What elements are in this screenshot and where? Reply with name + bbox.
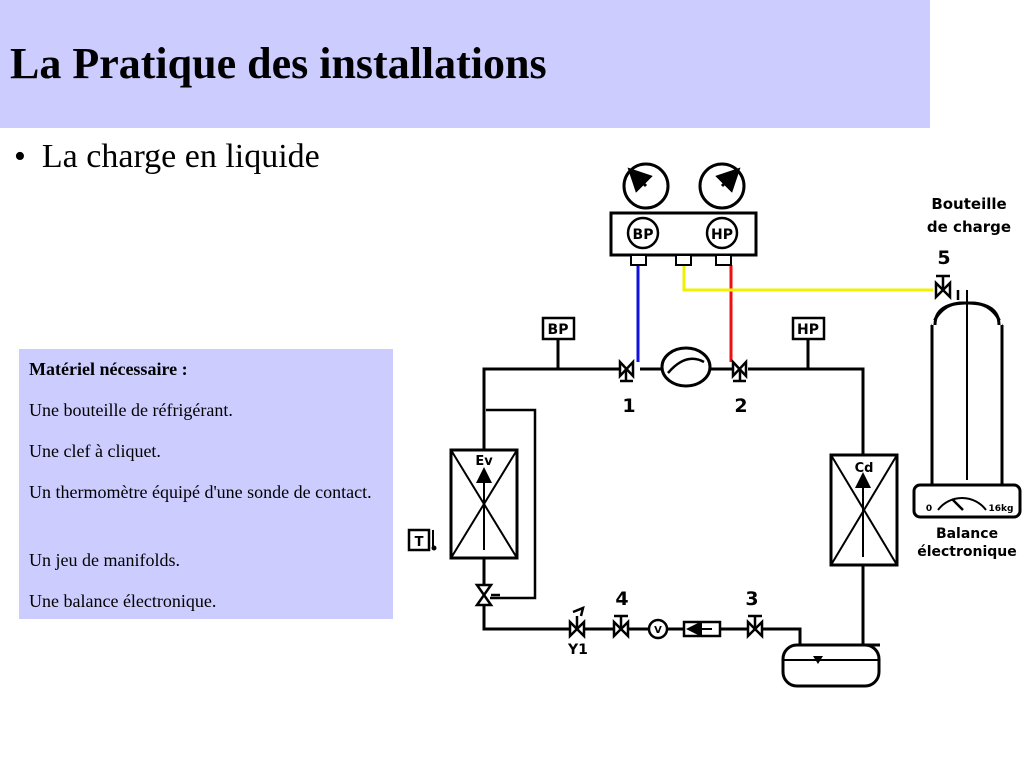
low-pressure-tag: BP bbox=[541, 316, 576, 341]
equipment-item: Une bouteille de réfrigérant. bbox=[29, 400, 233, 420]
valve-2-label: 2 bbox=[734, 395, 747, 417]
equipment-item: Une balance électronique. bbox=[29, 591, 217, 611]
expansion-valve-icon bbox=[474, 583, 500, 607]
bottle-label-line2: de charge bbox=[927, 218, 1011, 236]
equipment-box: Matériel nécessaire : Une bouteille de r… bbox=[19, 349, 393, 619]
scale-max-label: 16kg bbox=[989, 504, 1014, 514]
manifold-gauge-set: BP HP bbox=[609, 162, 758, 266]
equipment-item: Un jeu de manifolds. bbox=[29, 550, 180, 570]
scale-label-line2: électronique bbox=[917, 544, 1017, 560]
scale-min-label: 0 bbox=[926, 504, 932, 514]
valve-4-icon bbox=[612, 614, 630, 640]
valve-2-icon bbox=[731, 358, 748, 383]
page-title: La Pratique des installations bbox=[10, 39, 547, 88]
title-bar: La Pratique des installations bbox=[0, 0, 930, 128]
compressor-icon bbox=[660, 346, 712, 388]
valve-5-label: 5 bbox=[937, 247, 950, 269]
liquid-receiver-icon bbox=[781, 643, 881, 688]
evaporator-label: Ev bbox=[475, 454, 493, 469]
thermometer-label: T bbox=[415, 535, 424, 550]
electronic-scale-icon: 0 16kg bbox=[912, 483, 1022, 519]
evaporator-icon bbox=[449, 448, 519, 560]
valve-3-label: 3 bbox=[745, 588, 758, 610]
manifold-low-label: BP bbox=[633, 227, 654, 243]
svg-text:BP: BP bbox=[548, 322, 569, 338]
high-pressure-tag: HP bbox=[791, 316, 826, 341]
condenser-icon bbox=[829, 453, 899, 567]
filter-drier-icon bbox=[682, 620, 722, 638]
charge-hose bbox=[682, 265, 933, 292]
sight-glass-label: V bbox=[654, 625, 662, 636]
bottle-label-line1: Bouteille bbox=[931, 195, 1006, 213]
valve-4-label: 4 bbox=[615, 588, 628, 610]
valve-3-icon bbox=[746, 614, 764, 640]
bullet-text: La charge en liquide bbox=[41, 138, 320, 175]
condenser-label: Cd bbox=[855, 461, 874, 476]
bullet-symbol: • bbox=[14, 138, 26, 175]
charging-bottle-icon bbox=[930, 290, 1004, 487]
thermometer-icon: T bbox=[407, 528, 437, 552]
sight-glass-icon: V bbox=[647, 618, 669, 640]
valve-1-label: 1 bbox=[622, 395, 635, 417]
circuit-piping bbox=[482, 340, 880, 647]
solenoid-valve-y1-icon bbox=[568, 605, 586, 640]
equipment-item: Une clef à cliquet. bbox=[29, 441, 161, 461]
bullet-item: • La charge en liquide bbox=[14, 138, 320, 176]
valve-1-icon bbox=[618, 358, 635, 383]
equipment-item: Un thermomètre équipé d'une sonde de con… bbox=[29, 482, 372, 502]
valve-5-icon bbox=[934, 274, 952, 301]
valve-y1-label: Y1 bbox=[567, 642, 588, 658]
equipment-heading: Matériel nécessaire : bbox=[29, 359, 188, 379]
scale-label-line1: Balance bbox=[936, 526, 998, 542]
manifold-high-label: HP bbox=[711, 227, 733, 243]
svg-text:HP: HP bbox=[797, 322, 819, 338]
